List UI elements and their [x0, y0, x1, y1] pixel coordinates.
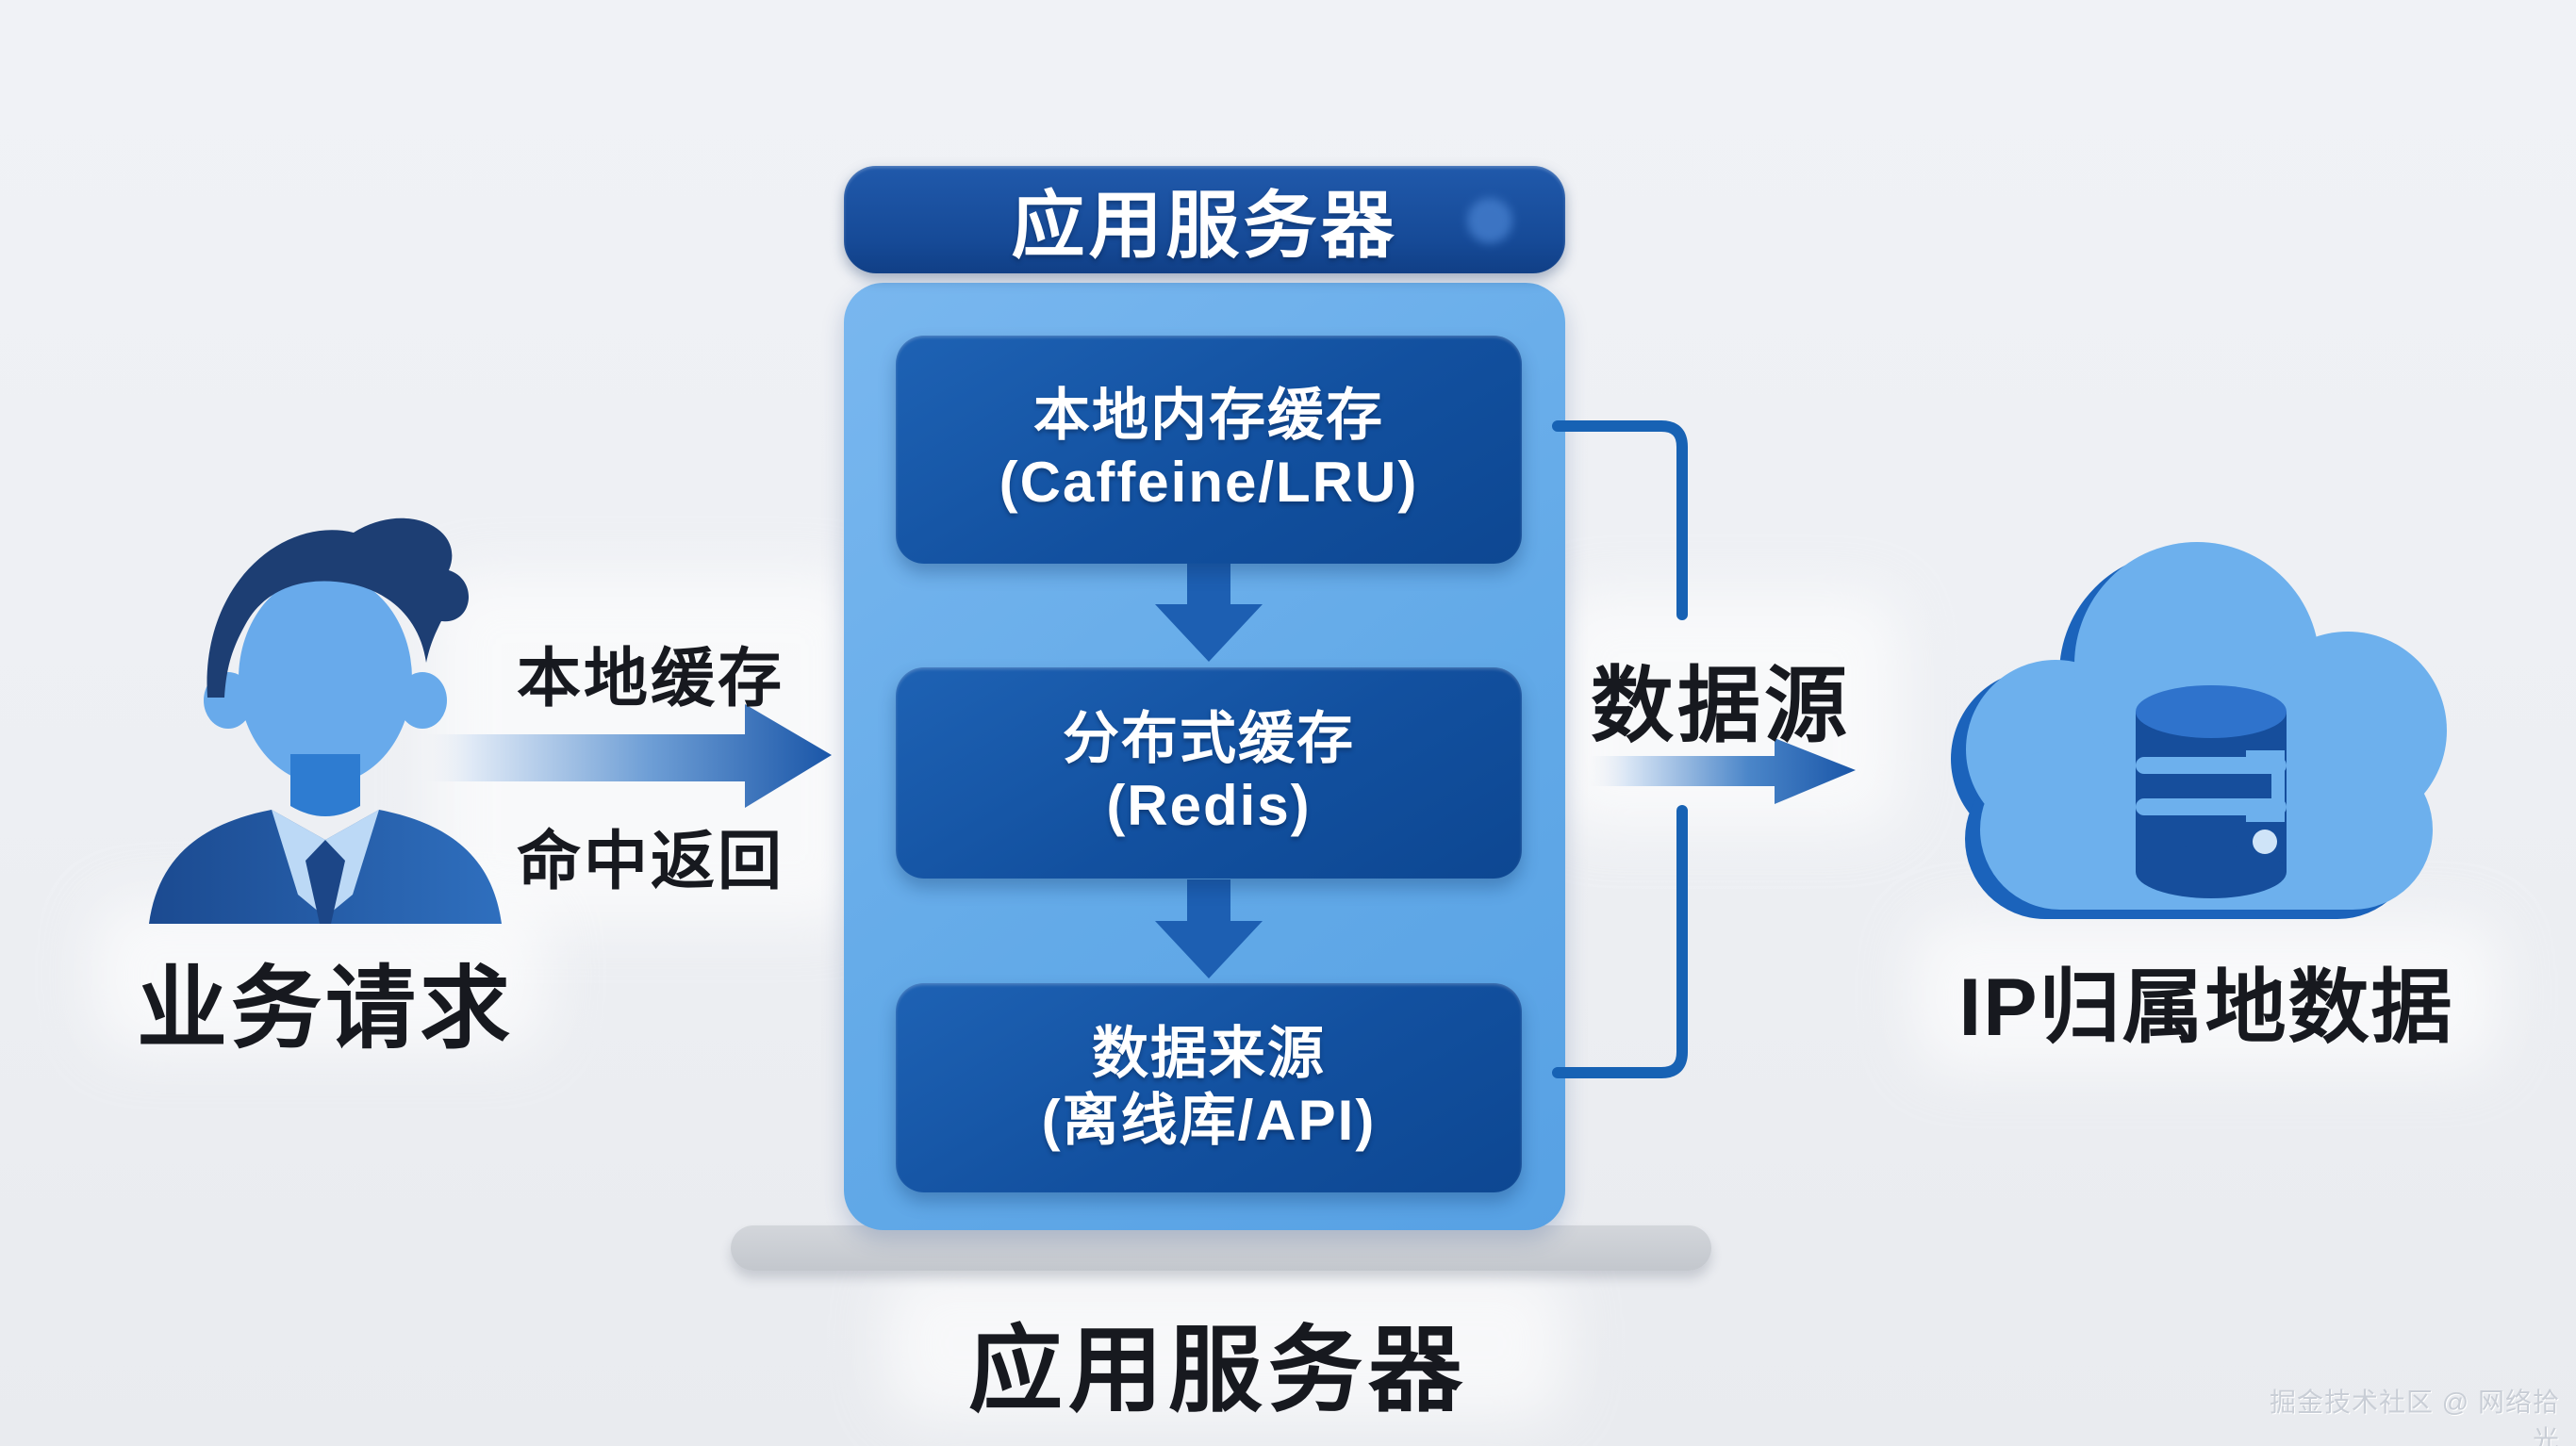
- layer-box-subtitle: (Redis): [1106, 774, 1312, 837]
- layer-box-subtitle: (Caffeine/LRU): [999, 451, 1419, 514]
- layer-box-title: 分布式缓存: [1063, 707, 1355, 771]
- header-glow-dot: [1467, 198, 1512, 243]
- datasource-bracket-line-top: [1552, 420, 1688, 620]
- layer-box-subtitle: (离线库/API): [1041, 1089, 1377, 1152]
- server-header-title: 应用服务器: [1011, 184, 1398, 267]
- server-footer-label: 应用服务器: [968, 1318, 1468, 1423]
- businessman-icon: [149, 518, 502, 924]
- layer-box-title: 本地内存缓存: [1033, 384, 1384, 448]
- layer-box-title: 数据来源: [1092, 1022, 1326, 1086]
- layer-box-distributed-cache: 分布式缓存 (Redis): [896, 667, 1522, 879]
- database-icon: [2136, 685, 2287, 898]
- cache-hit-return-label: 命中返回: [516, 826, 784, 897]
- watermark: 掘金技术社区 @ 网络拾光: [2270, 1388, 2560, 1446]
- background-glow: [1914, 919, 2499, 1070]
- server-header: 应用服务器: [844, 166, 1565, 273]
- ip-data-label: IP归属地数据: [1958, 962, 2454, 1053]
- cloud-database-icon: [1951, 542, 2447, 919]
- layer-box-local-cache: 本地内存缓存 (Caffeine/LRU): [896, 336, 1522, 564]
- business-request-label: 业务请求: [137, 959, 514, 1060]
- datasource-label: 数据源: [1590, 659, 1851, 752]
- background-glow: [94, 900, 547, 1051]
- layer-box-data-source: 数据来源 (离线库/API): [896, 983, 1522, 1192]
- server-base-bar: [731, 1225, 1711, 1271]
- background-glow: [886, 1268, 1565, 1419]
- datasource-bracket-line-bottom: [1552, 805, 1688, 1078]
- local-cache-label: 本地缓存: [516, 643, 784, 715]
